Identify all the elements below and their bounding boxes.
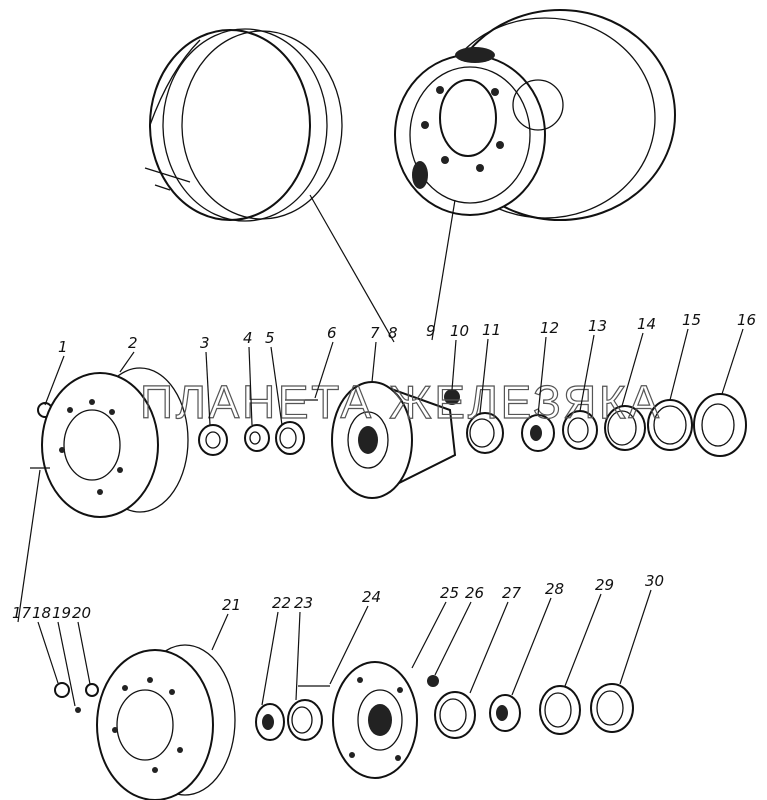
leader-line-11 xyxy=(479,338,489,414)
leader-line-28 xyxy=(511,597,552,696)
leader-line-18 xyxy=(37,621,59,684)
part-label-9: 9 xyxy=(426,322,436,340)
part-label-8: 8 xyxy=(388,324,398,342)
part-label-21: 21 xyxy=(222,596,241,614)
part-3-lock-washer xyxy=(198,424,228,456)
leader-line-29 xyxy=(564,593,602,687)
part-22-bearing-cone xyxy=(255,703,285,741)
part-label-22: 22 xyxy=(272,594,291,612)
leader-line-1 xyxy=(44,355,65,406)
part-label-1: 1 xyxy=(58,338,68,356)
part-label-3: 3 xyxy=(200,334,210,352)
part-label-19: 19 xyxy=(52,604,71,622)
part-label-24: 24 xyxy=(362,588,381,606)
part-label-14: 14 xyxy=(637,315,656,333)
leader-line-4 xyxy=(248,346,253,426)
leader-line-3 xyxy=(205,351,211,426)
part-10-nut xyxy=(444,389,460,405)
part-11-bearing-race xyxy=(466,412,504,454)
part-29-ring xyxy=(539,685,581,735)
leader-line-12 xyxy=(537,336,547,416)
leader-line-22 xyxy=(261,611,279,706)
part-label-6: 6 xyxy=(327,324,337,342)
part-8-split-rim xyxy=(144,28,343,222)
part-5-bearing-cone xyxy=(275,421,305,455)
part-label-4: 4 xyxy=(243,329,253,347)
leader-line-6 xyxy=(314,341,334,399)
part-label-28: 28 xyxy=(545,580,564,598)
leader-line-13 xyxy=(579,334,595,412)
part-label-18: 18 xyxy=(32,604,51,622)
part-12-bearing-cone xyxy=(521,414,555,452)
part-15-gasket xyxy=(647,399,693,451)
part-23-bearing-race xyxy=(287,699,323,741)
part-16-seal xyxy=(693,393,747,457)
leader-line-20 xyxy=(77,621,91,685)
leader-lines xyxy=(17,194,744,707)
part-label-23: 23 xyxy=(294,594,313,612)
part-label-16: 16 xyxy=(737,311,756,329)
part-label-17: 17 xyxy=(12,604,32,622)
part-label-5: 5 xyxy=(265,329,275,347)
part-label-2: 2 xyxy=(128,334,138,352)
leader-line-21 xyxy=(211,613,229,651)
leader-line-10 xyxy=(451,339,457,391)
leader-line-2 xyxy=(119,351,135,373)
part-label-15: 15 xyxy=(682,311,701,329)
leader-line-16 xyxy=(721,328,744,395)
part-label-20: 20 xyxy=(72,604,91,622)
part-label-27: 27 xyxy=(502,584,522,602)
part-27-bearing-race xyxy=(434,691,476,739)
part-label-7: 7 xyxy=(370,324,380,342)
part-28-bearing-cone xyxy=(489,694,521,732)
leader-line-23 xyxy=(295,611,301,701)
part-19-washer xyxy=(75,707,81,713)
part-4-nut xyxy=(244,424,270,452)
part-2-brake-drum xyxy=(41,367,189,518)
leader-line-7 xyxy=(371,341,377,383)
leader-line-25 xyxy=(411,601,447,669)
leader-line-27 xyxy=(469,601,509,694)
leader-line-8 xyxy=(309,194,395,343)
part-label-10: 10 xyxy=(450,322,469,340)
watermark: ПЛАНЕТА ЖЕЛЕЗЯКА xyxy=(140,376,660,428)
leader-line-9 xyxy=(431,199,456,341)
part-26-nut xyxy=(427,675,439,687)
part-7-hub xyxy=(331,381,457,499)
part-14-ring xyxy=(604,405,646,451)
part-label-25: 25 xyxy=(440,584,459,602)
part-30-seal xyxy=(590,683,634,733)
leader-line-14 xyxy=(621,332,644,407)
part-label-13: 13 xyxy=(588,317,607,335)
part-label-29: 29 xyxy=(595,576,614,594)
part-label-12: 12 xyxy=(540,319,559,337)
part-18-nut xyxy=(54,682,70,698)
part-label-30: 30 xyxy=(645,572,664,590)
part-25-hub xyxy=(332,661,418,779)
part-20-nut xyxy=(85,683,99,697)
leader-line-19 xyxy=(57,621,76,707)
part-21-brake-drum xyxy=(96,644,236,800)
part-9-disc-wheel xyxy=(394,9,676,221)
leader-line-5 xyxy=(270,346,283,426)
leader-line-26 xyxy=(434,601,472,676)
part-label-26: 26 xyxy=(465,584,484,602)
leader-line-15 xyxy=(669,328,689,401)
leader-line-30 xyxy=(619,589,652,685)
leader-line-24 xyxy=(329,605,369,685)
part-label-11: 11 xyxy=(482,321,501,339)
leader-line-17 xyxy=(17,469,41,623)
